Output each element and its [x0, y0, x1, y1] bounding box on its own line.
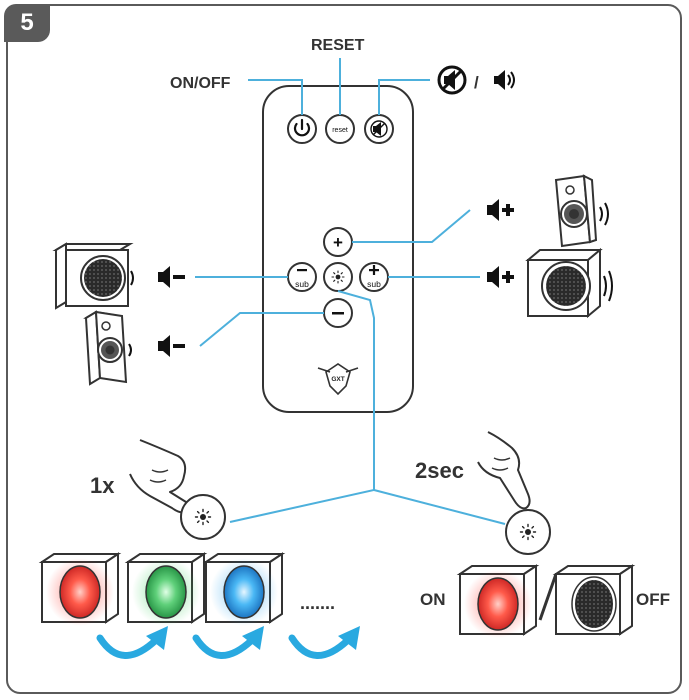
volume-up-icon — [487, 199, 514, 221]
light-leader-right — [373, 489, 506, 525]
volume-down-leader — [199, 312, 324, 347]
light-button-once[interactable] — [180, 494, 226, 540]
volume-down-button[interactable] — [323, 298, 353, 328]
subwoofer-speaker-right — [525, 247, 613, 319]
cycle-arrowhead-1 — [146, 626, 168, 650]
cycle-arrowhead-3 — [338, 626, 360, 650]
sub-down-button[interactable]: sub — [287, 262, 317, 292]
subwoofer-speaker-left — [52, 242, 134, 310]
mute-button[interactable] — [364, 114, 394, 144]
cycle-arrows — [96, 634, 352, 659]
on-off-slash — [538, 573, 558, 621]
off-label: OFF — [636, 590, 670, 609]
satellite-speaker-left — [83, 310, 132, 386]
step-number-badge: 5 — [4, 4, 50, 42]
logo-text: GXT — [331, 376, 344, 383]
speaker-light-off — [555, 565, 633, 635]
sub-up-icon — [487, 266, 514, 288]
cycle-arrow-2 — [192, 634, 256, 659]
light-icon — [194, 508, 212, 526]
light-leader-left — [229, 290, 375, 523]
reset-label: RESET — [311, 37, 365, 54]
light-icon — [519, 523, 537, 541]
sub-down-icon — [158, 266, 185, 288]
unmute-symbol-icon — [494, 70, 515, 90]
sub-up-label: sub — [367, 279, 381, 289]
on-label: ON — [420, 590, 446, 609]
mute-leader — [378, 79, 430, 115]
sub-down-label: sub — [295, 279, 309, 289]
volume-up-button[interactable]: + — [323, 227, 353, 257]
mute-symbol-icon — [437, 65, 467, 95]
power-icon — [293, 122, 311, 137]
satellite-speaker-right — [554, 174, 609, 248]
on-off-label: ON/OFF — [170, 75, 231, 92]
press-hold-label: 2sec — [415, 458, 464, 483]
hand-press-hold-icon — [477, 431, 531, 510]
speaker-green — [127, 553, 205, 626]
reset-button[interactable]: reset — [325, 114, 355, 144]
svg-text:+: + — [333, 233, 343, 252]
light-button-hold[interactable] — [505, 509, 551, 555]
volume-up-leader — [352, 209, 471, 243]
volume-down-icon — [158, 335, 185, 357]
speaker-light-on — [459, 565, 537, 638]
press-once-label: 1x — [90, 473, 115, 498]
hand-press-once-icon — [129, 439, 190, 514]
cycle-arrow-1 — [96, 634, 160, 659]
light-button[interactable] — [323, 262, 353, 292]
speaker-red — [41, 553, 119, 626]
reset-button-label: reset — [332, 127, 348, 134]
sub-up-button[interactable]: sub — [359, 262, 389, 292]
light-icon — [331, 270, 345, 284]
cycle-arrow-3 — [288, 634, 352, 659]
step-frame — [6, 4, 682, 694]
on-off-leader — [248, 79, 303, 115]
power-button[interactable] — [287, 114, 317, 144]
cycle-arrowhead-2 — [242, 626, 264, 650]
trust-logo: GXT — [317, 363, 359, 396]
speaker-blue — [205, 553, 283, 626]
mute-separator: / — [474, 73, 479, 92]
ellipsis: ....... — [300, 593, 335, 613]
